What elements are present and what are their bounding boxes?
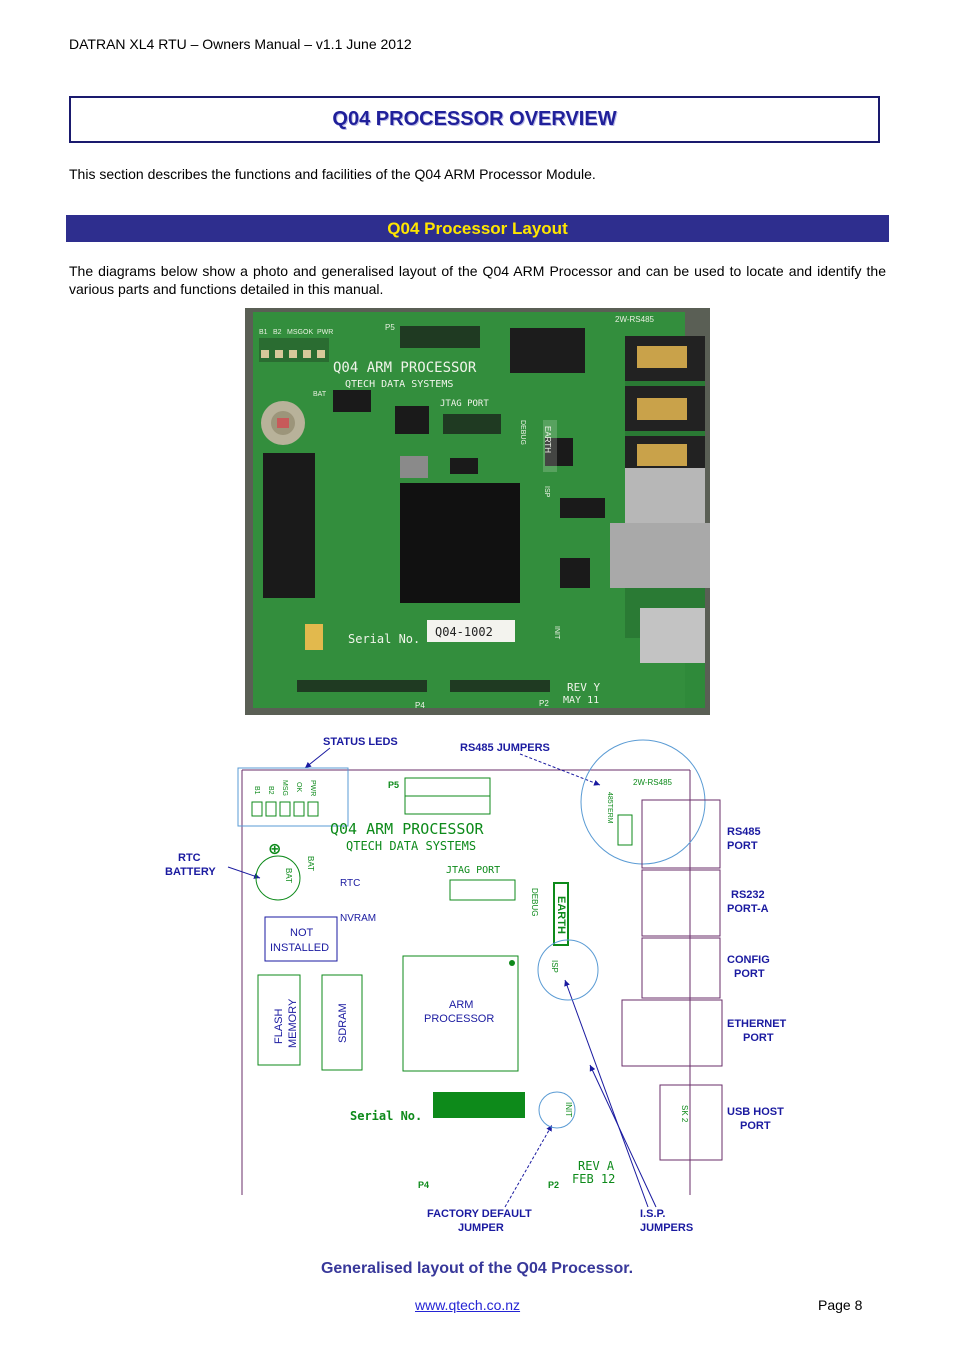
- section-heading-bar: Q04 Processor Layout: [66, 215, 889, 242]
- led-label: OK: [303, 329, 313, 336]
- layout-diagram: STATUS LEDS RS485 JUMPERS RTC BATTERY RS…: [165, 736, 787, 1234]
- init-label: INIT: [553, 626, 560, 640]
- page-title-box: Q04 PROCESSOR OVERVIEW: [69, 96, 880, 143]
- led-label: OK: [295, 782, 302, 792]
- callout-rs485-port-line2: PORT: [727, 840, 758, 852]
- pcb-subtitle-text: QTECH DATA SYSTEMS: [345, 379, 453, 390]
- earth-label: EARTH: [555, 896, 567, 934]
- website-link[interactable]: www.qtech.co.nz: [415, 1297, 521, 1313]
- callout-rs485-jumpers: RS485 JUMPERS: [460, 742, 550, 754]
- debug-label: DEBUG: [519, 420, 526, 445]
- serial-label: Serial No.: [350, 1109, 422, 1123]
- p5-label: P5: [388, 780, 399, 790]
- callout-isp-line2: JUMPERS: [640, 1222, 693, 1234]
- led-label: B1: [253, 786, 260, 795]
- led-label: B1: [259, 329, 268, 336]
- arm-line2: PROCESSOR: [424, 1013, 494, 1025]
- term-label: 485TERM: [606, 792, 613, 824]
- not-installed-line1: NOT: [290, 927, 314, 939]
- board-subtitle-text: QTECH DATA SYSTEMS: [346, 839, 476, 853]
- battery-label: BAT: [284, 868, 293, 883]
- intro-text: This section describes the functions and…: [69, 166, 596, 182]
- led-label: MSG: [281, 780, 288, 796]
- callout-rs232-port-line2: PORT-A: [727, 903, 769, 915]
- rev-label: REV A: [578, 1159, 615, 1173]
- p2-label: P2: [548, 1180, 559, 1190]
- status-led-row: [259, 338, 329, 362]
- rev-date-label: MAY 11: [563, 695, 599, 706]
- callout-config-port-line1: CONFIG: [727, 954, 770, 966]
- callout-ethernet-port-line1: ETHERNET: [727, 1018, 787, 1030]
- svg-text:⊕: ⊕: [268, 841, 281, 858]
- isp-label: ISP: [543, 486, 550, 498]
- running-header: DATRAN XL4 RTU – Owners Manual – v1.1 Ju…: [69, 36, 412, 52]
- isp-label: ISP: [550, 960, 559, 973]
- usb-label: SK 2: [680, 1105, 689, 1123]
- callout-factory-line2: JUMPER: [458, 1222, 504, 1234]
- debug-label: DEBUG: [530, 888, 539, 916]
- jtag-label: JTAG PORT: [440, 399, 489, 409]
- callout-rs232-port-line1: RS232: [731, 889, 765, 901]
- sdram-label: SDRAM: [337, 1003, 349, 1043]
- page-title: Q04 PROCESSOR OVERVIEW: [332, 108, 617, 130]
- earth-label: EARTH: [543, 426, 552, 453]
- not-installed-line2: INSTALLED: [270, 942, 329, 954]
- p4-label: P4: [418, 1180, 429, 1190]
- p4-label: P4: [415, 701, 425, 710]
- p2-label: P2: [539, 699, 549, 708]
- pcb-photo: B1 B2 MSG OK PWR P5 2W-RS485 Q04 ARM PRO…: [245, 308, 710, 715]
- callout-usb-host-line2: PORT: [740, 1120, 771, 1132]
- led-label: B2: [273, 329, 282, 336]
- led-label: B2: [267, 786, 274, 795]
- rtc-label: RTC: [340, 878, 360, 889]
- rs485-label: 2W-RS485: [633, 778, 673, 787]
- callout-factory-line1: FACTORY DEFAULT: [427, 1208, 532, 1220]
- callout-rs485-port-line1: RS485: [727, 826, 761, 838]
- callout-usb-host-line1: USB HOST: [727, 1106, 784, 1118]
- nvram-label: NVRAM: [340, 913, 376, 924]
- callout-status-leds: STATUS LEDS: [323, 736, 398, 748]
- flash-line1: FLASH: [273, 1008, 285, 1044]
- p5-label: P5: [385, 323, 395, 332]
- callout-ethernet-port-line2: PORT: [743, 1032, 774, 1044]
- bat-label: BAT: [313, 391, 327, 398]
- led-label: MSG: [287, 329, 303, 336]
- jtag-label: JTAG PORT: [446, 865, 500, 876]
- board-title-text: Q04 ARM PROCESSOR: [330, 820, 484, 838]
- arm-line1: ARM: [449, 999, 473, 1011]
- page-number: Page 8: [818, 1297, 863, 1313]
- init-label: INIT: [564, 1102, 573, 1117]
- bat-label: BAT: [306, 856, 315, 871]
- rev-label: REV Y: [567, 681, 600, 694]
- pcb-title-text: Q04 ARM PROCESSOR: [333, 360, 477, 376]
- flash-line2: MEMORY: [287, 998, 299, 1048]
- callout-rtc-battery-line2: BATTERY: [165, 866, 216, 878]
- led-label: PWR: [309, 780, 316, 796]
- callout-isp-line1: I.S.P.: [640, 1208, 665, 1220]
- led-label: PWR: [317, 329, 333, 336]
- callout-config-port-line2: PORT: [734, 968, 765, 980]
- serial-number-block: [433, 1092, 525, 1118]
- figure-caption: Generalised layout of the Q04 Processor.: [320, 1260, 634, 1277]
- serial-value-sticker: Q04-1002: [435, 625, 493, 639]
- rs485-label: 2W-RS485: [615, 315, 655, 324]
- serial-label: Serial No.: [348, 632, 420, 646]
- rev-date-label: FEB 12: [572, 1172, 615, 1186]
- body-paragraph: The diagrams below show a photo and gene…: [69, 263, 886, 297]
- callout-rtc-battery-line1: RTC: [178, 852, 201, 864]
- section-heading: Q04 Processor Layout: [387, 218, 568, 238]
